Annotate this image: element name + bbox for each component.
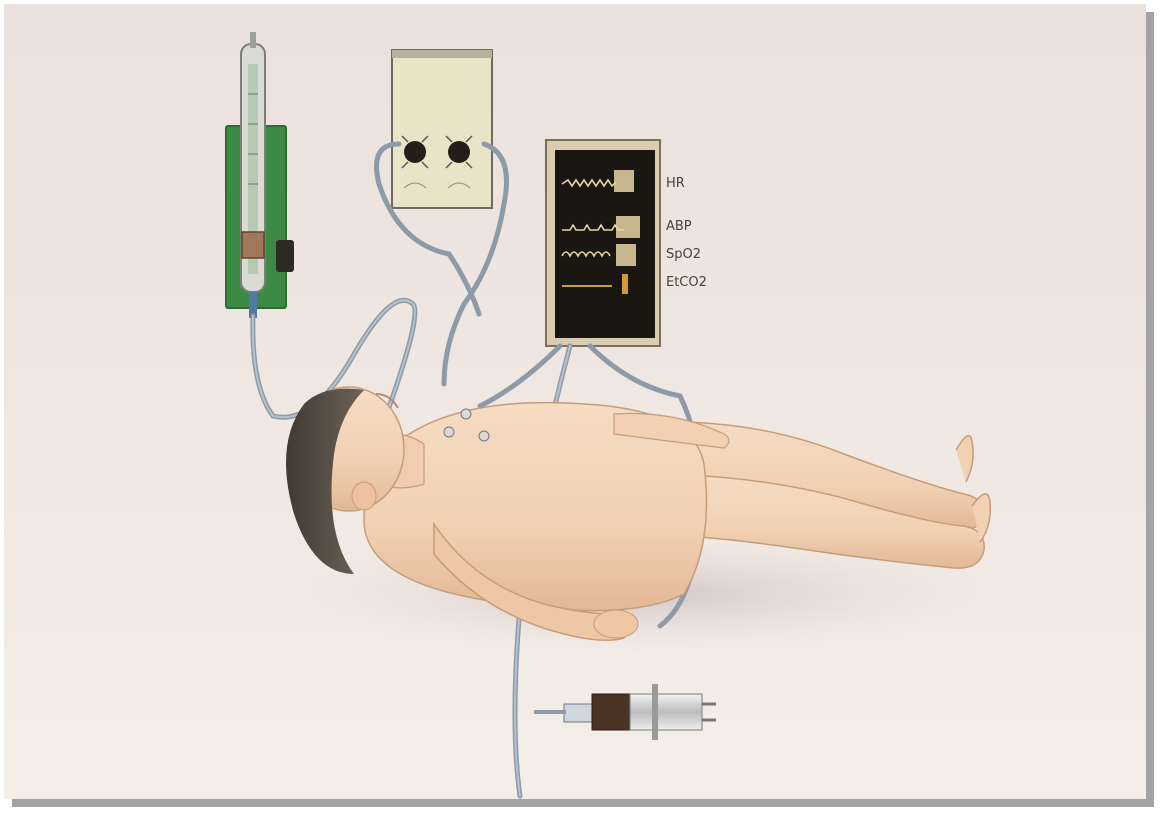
patient-monitoring-illustration: HR ABP SpO2 EtCO2 bbox=[4, 4, 1146, 799]
monitor-label-abp: ABP bbox=[666, 219, 692, 234]
monitor-label-hr: HR bbox=[666, 176, 685, 191]
gauge-panel-icon bbox=[392, 50, 492, 208]
monitor-label-etco2: EtCO2 bbox=[666, 275, 707, 290]
monitor-label-spo2: SpO2 bbox=[666, 247, 701, 262]
illustration-frame: HR ABP SpO2 EtCO2 bbox=[4, 4, 1146, 799]
background bbox=[4, 4, 1146, 799]
vital-monitor-icon bbox=[546, 140, 660, 346]
